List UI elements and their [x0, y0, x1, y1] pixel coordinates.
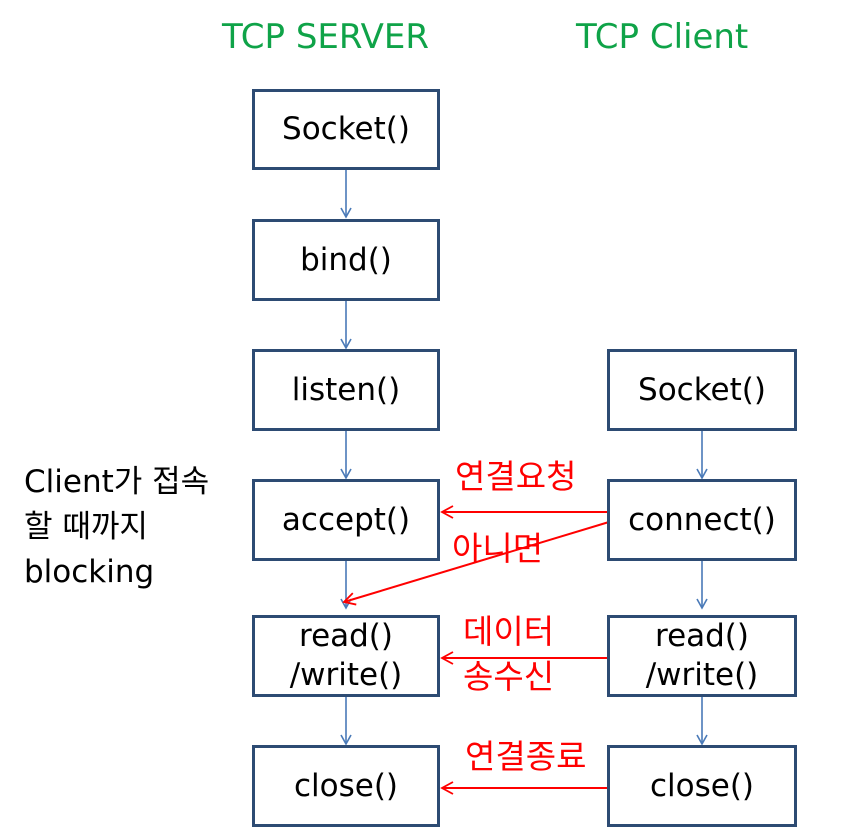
blocking-note-line3: blocking	[24, 554, 155, 590]
connect-request-label: 연결요청	[455, 457, 577, 496]
blocking-note-line2: 할 때까지	[24, 509, 148, 545]
server-close-label: close()	[293, 767, 399, 804]
client-socket-box: Socket()	[607, 349, 797, 431]
close-connection-label: 연결종료	[465, 737, 587, 776]
data-transfer-label-line1: 데이터	[463, 612, 555, 651]
otherwise-label: 아니면	[452, 529, 544, 568]
server-bind-box: bind()	[252, 219, 440, 301]
server-socket-label: Socket()	[282, 111, 410, 148]
client-connect-box: connect()	[607, 479, 797, 561]
client-read-write-box: read() /write()	[607, 615, 797, 697]
server-close-box: close()	[252, 745, 440, 827]
data-transfer-label-line2: 송수신	[463, 657, 555, 696]
server-bind-label: bind()	[300, 241, 392, 278]
client-close-box: close()	[607, 745, 797, 827]
server-read-label: read()	[299, 618, 393, 655]
client-close-label: close()	[649, 767, 755, 804]
server-accept-label: accept()	[281, 501, 411, 538]
client-column-header: TCP Client	[576, 17, 749, 57]
client-connect-label: connect()	[628, 501, 776, 538]
arrow-otherwise	[342, 521, 610, 606]
client-socket-label: Socket()	[638, 371, 766, 408]
server-accept-box: accept()	[252, 479, 440, 561]
blocking-note-line1: Client가 접속	[24, 464, 210, 500]
server-column-header: TCP SERVER	[222, 17, 430, 57]
client-write-label: /write()	[645, 657, 759, 693]
server-socket-box: Socket()	[252, 89, 440, 170]
server-listen-label: listen()	[291, 371, 401, 408]
server-read-write-box: read() /write()	[252, 615, 440, 697]
client-read-label: read()	[655, 618, 749, 655]
blocking-note: Client가 접속 할 때까지 blocking	[24, 460, 209, 595]
server-write-label: /write()	[289, 657, 403, 693]
server-listen-box: listen()	[252, 349, 440, 431]
